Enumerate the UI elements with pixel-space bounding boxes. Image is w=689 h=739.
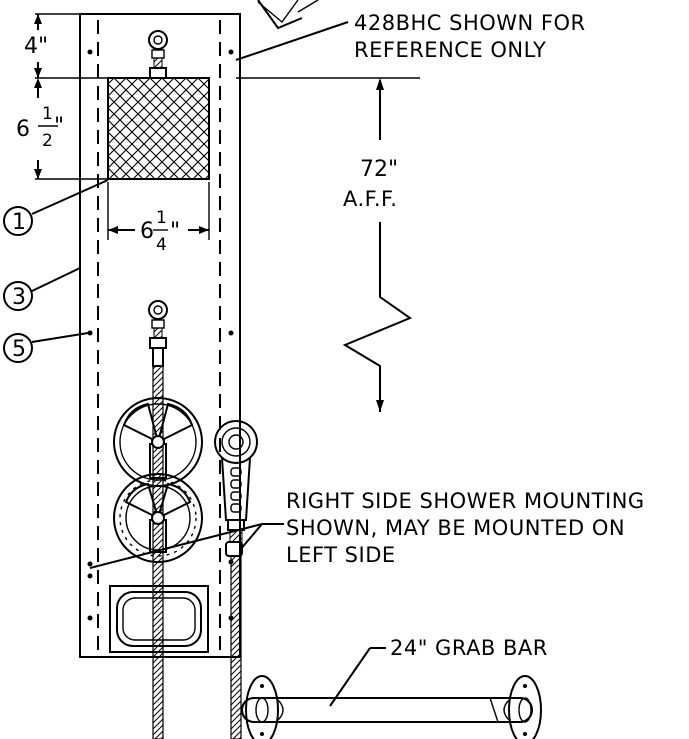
dim-6-quarter <box>107 182 210 240</box>
dim-top-label: 4" <box>24 34 48 59</box>
grab-bar <box>241 647 542 739</box>
dim-height-den: 2 <box>42 131 53 151</box>
callout-1 <box>3 179 109 236</box>
mid-shower-fitting <box>148 300 168 367</box>
mounting-note-line1: RIGHT SIDE SHOWER MOUNTING <box>286 489 645 513</box>
mounting-leaders <box>89 523 284 569</box>
dim-width-unit: " <box>170 219 180 244</box>
soap-dish <box>109 585 209 653</box>
hand-shower <box>214 420 258 557</box>
dim-aff-label: A.F.F. <box>343 187 397 211</box>
dim-width-num: 1 <box>156 208 167 228</box>
callout-3-label: 3 <box>12 285 26 310</box>
hatched-panel <box>107 77 210 180</box>
dim-height-whole: 6 <box>16 117 30 142</box>
callout-3 <box>3 267 81 311</box>
dim-height-num: 1 <box>42 104 53 124</box>
mounting-note-line3: LEFT SIDE <box>286 543 396 567</box>
dim-72-aff <box>236 77 420 412</box>
dim-6-half <box>34 78 108 180</box>
dim-width-den: 4 <box>156 235 167 255</box>
dim-72-label: 72" <box>360 157 398 182</box>
top-shower-fitting <box>148 30 168 79</box>
reference-note-line2: REFERENCE ONLY <box>354 38 546 62</box>
dim-4in <box>34 13 108 79</box>
reference-leader <box>235 0 349 61</box>
dim-height-unit: " <box>54 114 64 139</box>
callout-5 <box>3 332 89 363</box>
hand-shower-hose <box>230 555 242 739</box>
callout-1-label: 1 <box>12 210 26 235</box>
callout-5-label: 5 <box>12 337 26 362</box>
reference-note-line1: 428BHC SHOWN FOR <box>354 11 586 35</box>
grab-bar-label: 24" GRAB BAR <box>390 636 548 660</box>
dim-width-whole: 6 <box>140 219 154 244</box>
mounting-note-line2: SHOWN, MAY BE MOUNTED ON <box>286 516 625 540</box>
